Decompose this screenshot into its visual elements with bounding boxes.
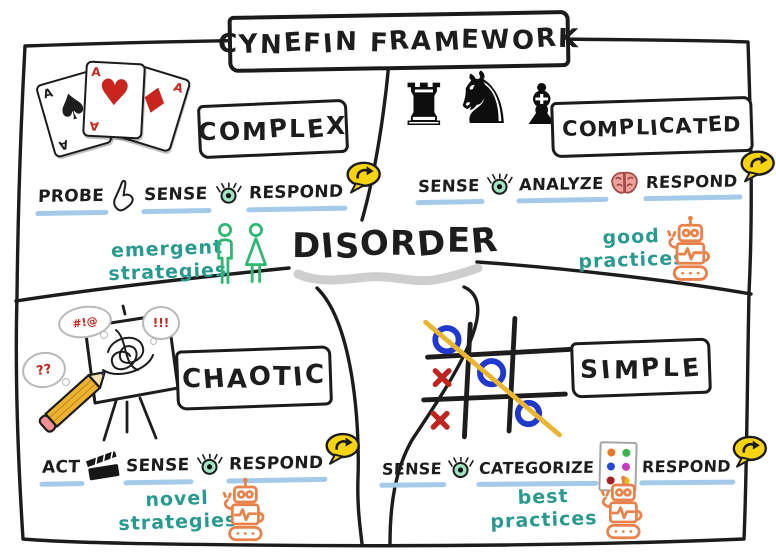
- brain-icon: [609, 169, 640, 196]
- step-probe: PROBE: [37, 185, 105, 208]
- step-categorize: CATEGORIZE: [478, 457, 595, 478]
- complex-steps-row: PROBE SENSE RESPOND: [37, 161, 383, 215]
- divider-top: [360, 60, 391, 222]
- hand-probe-icon: [111, 177, 138, 213]
- eye-icon: [485, 173, 513, 195]
- heart-suit-icon: ♥: [97, 72, 132, 115]
- respond-arrow-bubble-icon: [323, 432, 362, 467]
- step-respond: RESPOND: [248, 181, 344, 204]
- divider-right: [475, 260, 753, 296]
- chess-knight-icon: ♞: [451, 56, 516, 140]
- category-dot: [621, 448, 631, 457]
- chess-rook-icon: ♜: [398, 71, 450, 139]
- divider-bottom-right: [388, 285, 480, 546]
- chaotic-steps-row: ACT SENSE RESPOND: [41, 432, 362, 483]
- step-sense: SENSE: [417, 175, 480, 196]
- disorder-label: DISORDER: [291, 219, 500, 267]
- step-act: ACT: [41, 457, 81, 478]
- robot-icon: [660, 214, 718, 294]
- bubble-dot: [150, 338, 157, 345]
- step-respond: RESPOND: [645, 171, 739, 192]
- divider-bottom-left: [315, 286, 364, 546]
- category-dot: [606, 448, 616, 457]
- robot-icon: [594, 474, 650, 552]
- bubble-dot: [62, 378, 70, 386]
- clapperboard-icon: [86, 451, 121, 482]
- divider-left: [14, 266, 291, 303]
- disorder-underline: [293, 263, 483, 286]
- respond-arrow-bubble-icon: [731, 435, 769, 469]
- heart-card: A ♥ A: [82, 60, 146, 140]
- chess-pieces-illustration: ♜ ♞ ♝: [398, 62, 567, 134]
- robot-icon: [216, 476, 272, 554]
- step-sense: SENSE: [125, 455, 190, 477]
- eye-icon: [447, 456, 474, 479]
- category-dot: [606, 462, 615, 471]
- respond-arrow-bubble-icon: [738, 150, 776, 185]
- eye-icon: [214, 182, 242, 204]
- simple-note: best practices: [489, 484, 598, 533]
- ace-label: A: [89, 118, 100, 134]
- bubble-dot: [100, 331, 108, 339]
- playing-cards-illustration: A ♠ A A ♦ A ♥ A: [34, 60, 204, 190]
- note-line: practices: [490, 506, 598, 533]
- step-sense: SENSE: [381, 458, 443, 479]
- tictactoe-illustration: [412, 314, 577, 450]
- simple-steps-row: SENSE CATEGORIZE RESPOND: [381, 435, 769, 493]
- category-dot: [621, 462, 630, 471]
- step-sense: SENSE: [143, 184, 208, 206]
- ace-label: A: [57, 137, 71, 154]
- step-respond: RESPOND: [641, 456, 732, 476]
- step-analyze: ANALYZE: [518, 173, 604, 194]
- couple-icon: [210, 222, 272, 292]
- thought-bubble: !!!: [142, 306, 180, 340]
- complicated-steps-row: SENSE ANALYZE RESPOND: [417, 150, 776, 199]
- respond-arrow-bubble-icon: [344, 161, 383, 196]
- eye-icon: [195, 453, 223, 476]
- step-respond: RESPOND: [228, 452, 324, 475]
